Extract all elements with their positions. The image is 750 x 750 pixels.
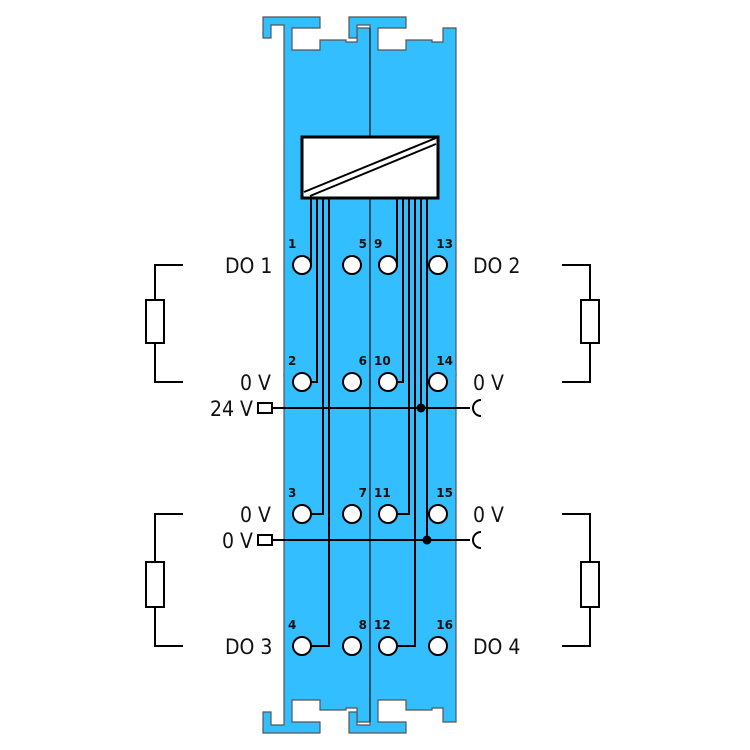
resistor-icon: [580, 299, 600, 344]
load-do1: [145, 264, 183, 383]
terminal-8[interactable]: [342, 636, 362, 656]
label-do2: DO 2: [473, 254, 520, 278]
terminal-number: 1: [288, 237, 296, 251]
terminal-10[interactable]: [378, 372, 398, 392]
terminal-1[interactable]: [292, 255, 312, 275]
label-0v-right-row3: 0 V: [473, 503, 504, 527]
terminal-number: 3: [288, 486, 296, 500]
terminal-number: 16: [436, 618, 453, 632]
connector-plug-icon: [257, 534, 273, 546]
bus-0v: [257, 531, 482, 549]
internal-wiring: [310, 198, 428, 647]
terminal-number: 11: [374, 486, 391, 500]
terminal-number: 2: [288, 354, 296, 368]
load-do3: [145, 513, 183, 647]
terminal-number: 8: [359, 618, 367, 632]
resistor-icon: [145, 561, 165, 608]
terminal-12[interactable]: [378, 636, 398, 656]
connector-plug-icon: [257, 402, 273, 414]
terminal-14[interactable]: [428, 372, 448, 392]
terminal-16[interactable]: [428, 636, 448, 656]
terminal-7[interactable]: [342, 504, 362, 524]
terminal-9[interactable]: [378, 255, 398, 275]
label-do3: DO 3: [225, 635, 272, 659]
terminal-number: 14: [436, 354, 453, 368]
terminal-13[interactable]: [428, 255, 448, 275]
label-0v-supply: 0 V: [222, 529, 253, 553]
terminal-number: 6: [359, 354, 367, 368]
label-24v-supply: 24 V: [210, 397, 253, 421]
dc-dc-converter-symbol: [300, 135, 440, 200]
resistor-icon: [145, 299, 165, 344]
terminal-6[interactable]: [342, 372, 362, 392]
connector-socket-icon: [472, 531, 482, 549]
terminal-number: 4: [288, 618, 296, 632]
terminal-number: 10: [374, 354, 391, 368]
terminal-3[interactable]: [292, 504, 312, 524]
terminal-number: 12: [374, 618, 391, 632]
label-do4: DO 4: [473, 635, 520, 659]
terminal-5[interactable]: [342, 255, 362, 275]
terminal-4[interactable]: [292, 636, 312, 656]
label-0v-left-row2: 0 V: [240, 371, 271, 395]
terminal-number: 7: [359, 486, 367, 500]
terminal-number: 13: [436, 237, 453, 251]
label-0v-right-row2: 0 V: [473, 371, 504, 395]
terminal-number: 9: [374, 237, 382, 251]
resistor-icon: [580, 561, 600, 608]
terminal-number: 15: [436, 486, 453, 500]
terminal-11[interactable]: [378, 504, 398, 524]
connector-socket-icon: [472, 399, 482, 417]
label-0v-left-row3: 0 V: [240, 503, 271, 527]
bus-24v: [257, 399, 482, 417]
terminal-number: 5: [359, 237, 367, 251]
label-do1: DO 1: [225, 254, 272, 278]
load-do4: [562, 513, 600, 647]
terminal-2[interactable]: [292, 372, 312, 392]
terminal-15[interactable]: [428, 504, 448, 524]
load-do2: [562, 264, 600, 383]
